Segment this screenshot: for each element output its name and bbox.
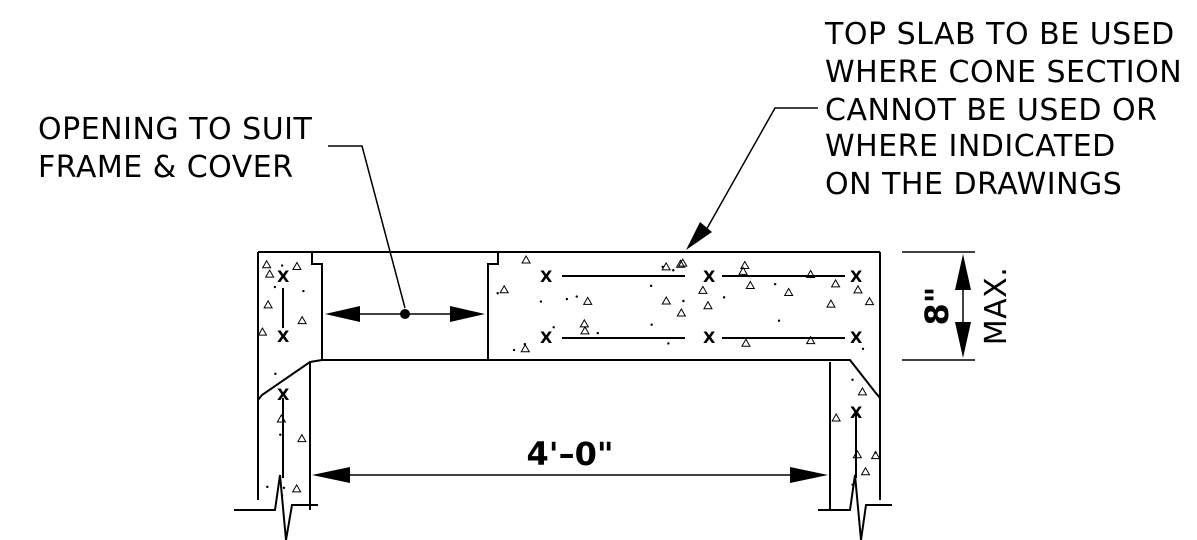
aggregate-mark — [830, 278, 841, 288]
aggregate-mark — [861, 347, 865, 351]
aggregate-mark — [302, 289, 305, 293]
aggregate-mark — [860, 466, 871, 476]
slab-leader-line — [704, 107, 818, 233]
aggregate-mark — [675, 259, 686, 268]
slab-leader-arrow — [686, 222, 712, 250]
aggregate-mark — [596, 331, 599, 335]
svg-text:X: X — [277, 385, 290, 404]
aggregate-mark — [280, 264, 284, 267]
svg-text:X: X — [703, 328, 716, 347]
aggregate-mark — [539, 300, 543, 303]
aggregate-mark — [273, 285, 277, 289]
width-dim-text: 4'–0" — [527, 435, 614, 473]
reinforcement: X X X X X X X X X X — [277, 267, 863, 478]
thickness-dimension: 8" MAX. — [902, 251, 1014, 361]
aggregate-mark — [582, 296, 593, 305]
opening-label-line-1: OPENING TO SUIT — [38, 112, 312, 147]
slab-label-line-2: WHERE CONE SECTION — [825, 55, 1182, 90]
aggregate-mark — [676, 307, 687, 317]
aggregate-mark — [852, 449, 863, 459]
aggregate-mark — [575, 295, 578, 298]
aggregate-mark — [677, 258, 688, 267]
right-break-line — [818, 474, 892, 540]
aggregate-mark — [499, 284, 510, 294]
slab-label-line-5: ON THE DRAWINGS — [825, 167, 1122, 202]
aggregate-mark — [805, 269, 816, 279]
svg-text:X: X — [540, 267, 553, 286]
slab-label-line-1: TOP SLAB TO BE USED — [824, 17, 1175, 52]
aggregate-mark — [280, 494, 284, 497]
opening-label-line-2: FRAME & COVER — [38, 150, 294, 185]
aggregate-mark — [703, 300, 713, 310]
svg-text:X: X — [277, 327, 290, 346]
aggregate-mark — [274, 372, 277, 376]
slab-label-line-3: CANNOT BE USED OR — [825, 93, 1157, 128]
aggregate-mark — [826, 299, 836, 308]
riser-walls — [234, 362, 892, 540]
aggregate-mark — [698, 285, 708, 294]
aggregate-mark — [261, 259, 272, 269]
aggregate-mark — [851, 483, 854, 486]
aggregate-mark — [552, 326, 555, 329]
aggregate-mark — [661, 261, 672, 271]
aggregate-mark — [853, 284, 863, 294]
svg-text:X: X — [277, 267, 290, 286]
aggregate-mark — [722, 296, 726, 299]
aggregate-mark — [291, 483, 302, 493]
aggregate-mark — [672, 269, 675, 272]
svg-text:X: X — [850, 267, 863, 286]
aggregate-mark — [649, 284, 653, 288]
aggregate-mark — [263, 299, 273, 309]
svg-text:X: X — [703, 267, 716, 286]
aggregate-mark — [276, 414, 287, 423]
aggregate-mark — [496, 292, 499, 295]
opening-leader-line — [328, 145, 406, 309]
aggregate-mark — [667, 342, 670, 345]
thickness-note: MAX. — [979, 267, 1014, 346]
aggregate-mark — [650, 323, 653, 326]
aggregate-mark — [297, 433, 307, 443]
concrete-stipple — [257, 255, 881, 497]
aggregate-mark — [292, 261, 302, 270]
slab-label-line-4: WHERE INDICATED — [825, 129, 1116, 164]
thickness-dim-text: 8" — [918, 287, 956, 326]
svg-text:X: X — [850, 403, 863, 422]
aggregate-mark — [297, 315, 308, 325]
aggregate-mark — [745, 280, 756, 290]
left-break-line — [234, 474, 318, 540]
aggregate-mark — [512, 348, 516, 352]
aggregate-mark — [777, 319, 781, 322]
aggregate-mark — [580, 325, 590, 335]
aggregate-mark — [682, 299, 685, 303]
width-dimension: 4'–0" — [312, 435, 828, 483]
aggregate-mark — [805, 335, 816, 345]
aggregate-mark — [864, 296, 875, 306]
aggregate-mark — [741, 338, 751, 347]
aggregate-mark — [257, 327, 268, 336]
aggregate-mark — [661, 296, 672, 305]
aggregate-mark — [661, 265, 664, 268]
aggregate-mark — [279, 433, 282, 436]
aggregate-mark — [857, 386, 868, 396]
svg-text:X: X — [540, 328, 553, 347]
aggregate-mark — [520, 343, 531, 353]
aggregate-mark — [266, 485, 269, 489]
aggregate-mark — [773, 282, 777, 286]
aggregate-mark — [739, 260, 750, 270]
aggregate-mark — [579, 318, 590, 328]
aggregate-mark — [870, 450, 881, 460]
svg-text:X: X — [850, 328, 863, 347]
aggregate-mark — [851, 378, 854, 382]
aggregate-mark — [264, 269, 275, 278]
slab-callout: TOP SLAB TO BE USED WHERE CONE SECTION C… — [686, 17, 1182, 250]
aggregate-mark — [521, 255, 531, 264]
aggregate-mark — [565, 297, 569, 301]
aggregate-mark — [282, 486, 286, 490]
opening-callout: OPENING TO SUIT FRAME & COVER — [38, 112, 410, 319]
opening-arrow — [325, 306, 485, 322]
aggregate-mark — [783, 287, 794, 296]
aggregate-mark — [831, 412, 842, 422]
aggregate-mark — [738, 266, 748, 275]
